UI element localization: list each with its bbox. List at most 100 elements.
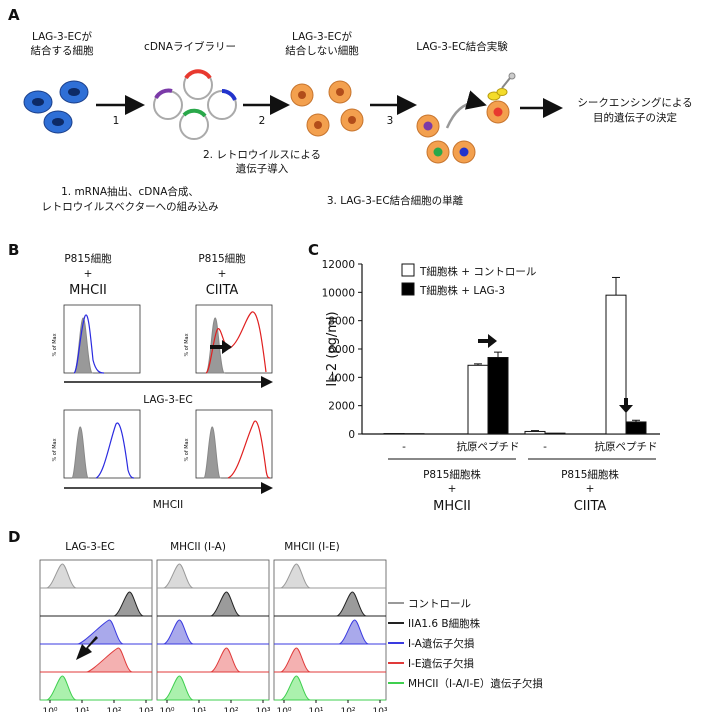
c-down-arrow: [619, 398, 633, 413]
c-bar: [625, 421, 647, 435]
d-title-1: LAG-3-EC: [65, 541, 114, 553]
c-bar: [605, 294, 627, 435]
a-step3-title-1: LAG-3-ECが: [292, 30, 352, 43]
d-histogram: [46, 563, 77, 589]
d-histogram: [163, 675, 194, 701]
b-histogram-frames: [63, 304, 273, 479]
c-group1-line1: P815細胞株: [423, 468, 481, 481]
panel-c-letter: C: [308, 241, 319, 259]
c-bar: [524, 430, 546, 435]
d-legend-label: MHCII（I-A/I-E）遺伝子欠損: [408, 677, 543, 690]
d-histogram: [113, 591, 144, 617]
c-group1-plus: +: [448, 483, 457, 495]
c-ytick-label: 12000: [322, 259, 355, 271]
a-arrow-num-3: 3: [387, 115, 394, 127]
c-category-label: 抗原ペプチド: [457, 440, 520, 453]
c-legend-lag3: T細胞株 + LAG-3: [419, 284, 505, 297]
c-legend-control: T細胞株 + コントロール: [419, 265, 536, 278]
c-category-label: 抗原ペプチド: [595, 440, 658, 453]
d-histogram: [280, 563, 311, 589]
panel-a: A LAG-3-ECが 結合する細胞 cDNAライブラリー LAG-3-ECが …: [8, 6, 693, 213]
b-ylabel-1: % of Max: [52, 333, 58, 356]
d-histogram: [46, 675, 77, 701]
a-step1-title-1: LAG-3-ECが: [32, 30, 92, 43]
panel-b: B P815細胞 + MHCII P815細胞 + CIITA: [8, 241, 273, 511]
d-histogram: [86, 647, 133, 673]
c-bar: [467, 364, 489, 435]
d-legend-label: I-A遺伝子欠損: [408, 637, 475, 650]
c-category-label: -: [543, 441, 547, 453]
orange-cells: [290, 80, 364, 137]
b-col2-line2: CIITA: [206, 283, 239, 298]
c-ytick-label: 0: [348, 429, 355, 441]
b-ylabel-2: % of Max: [184, 333, 190, 356]
a-step4-title: LAG-3-EC結合実験: [416, 40, 508, 53]
d-histogram: [338, 619, 369, 645]
a-arrow-num-2: 2: [259, 115, 266, 127]
a-note2-1: 2. レトロウイルスによる: [203, 149, 321, 161]
c-ylabel: IL-2 (pg/ml): [325, 311, 340, 386]
b-col1-plus: +: [84, 268, 93, 280]
d-histogram: [210, 591, 241, 617]
d-xtick-label: 10⁰: [276, 707, 291, 712]
d-xtick-label: 10⁰: [159, 707, 174, 712]
step-arrows: [96, 95, 563, 118]
b-shift-arrow: [210, 340, 232, 354]
a-note3: 3. LAG-3-EC結合細胞の単離: [327, 194, 464, 207]
d-histogram: [77, 619, 124, 645]
d-xtick-label: 10¹: [191, 707, 206, 712]
d-histogram: [163, 619, 194, 645]
c-right-arrow: [478, 334, 497, 348]
a-note1-2: レトロウイルスベクターへの組み込み: [41, 200, 218, 213]
c-bar: [487, 357, 509, 435]
b-row1-xlabel: LAG-3-EC: [143, 394, 192, 406]
c-legend-swatch-control: [401, 263, 415, 277]
c-ytick-label: 2000: [328, 401, 355, 413]
c-group1-line2: MHCII: [433, 499, 471, 514]
c-legend-swatch-lag3: [401, 282, 415, 296]
d-xtick-label: 10²: [106, 707, 121, 712]
plasmid-library: [153, 69, 237, 140]
a-step3-title-2: 結合しない細胞: [285, 44, 359, 57]
d-xtick-label: 10³: [255, 707, 270, 712]
d-shift-arrow: [76, 636, 98, 660]
a-final-title-1: シークエンシングによる: [577, 96, 692, 109]
panel-b-letter: B: [8, 241, 19, 259]
d-histogram: [280, 675, 311, 701]
d-histogram: [163, 563, 194, 589]
blue-cells: [23, 80, 89, 134]
b-row2-xlabel: MHCII: [153, 499, 183, 511]
b-ylabel-3: % of Max: [52, 438, 58, 461]
transfected-cells: [416, 72, 516, 164]
a-step2-title: cDNAライブラリー: [144, 40, 236, 53]
d-xtick-label: 10¹: [74, 707, 89, 712]
d-histogram: [280, 647, 311, 673]
c-ytick-label: 10000: [322, 287, 355, 299]
b-col2-plus: +: [218, 268, 227, 280]
b-col1-line1: P815細胞: [64, 252, 112, 265]
d-xtick-label: 10¹: [308, 707, 323, 712]
b-ylabels: % of Max % of Max % of Max % of Max: [52, 333, 190, 461]
d-legend-label: IIA1.6 B細胞株: [408, 617, 481, 630]
d-title-3: MHCII (I-E): [284, 541, 340, 553]
d-legend-label: I-E遺伝子欠損: [408, 657, 475, 670]
d-xtick-label: 10²: [340, 707, 355, 712]
a-final-title-2: 目的遺伝子の決定: [593, 111, 677, 124]
b-ylabel-4: % of Max: [184, 438, 190, 461]
d-xtick-label: 10⁰: [42, 707, 57, 712]
c-ytick-label: 8000: [328, 316, 355, 328]
a-note1-1: 1. mRNA抽出、cDNA合成、: [61, 185, 199, 198]
d-xtick-label: 10³: [372, 707, 387, 712]
a-note2-2: 遺伝子導入: [236, 162, 289, 175]
a-step1-title-2: 結合する細胞: [31, 44, 94, 57]
panel-a-letter: A: [8, 6, 20, 24]
d-title-2: MHCII (I-A): [170, 541, 226, 553]
b-histograms: [71, 311, 271, 479]
d-xtick-label: 10³: [138, 707, 153, 712]
c-group2-line1: P815細胞株: [561, 468, 619, 481]
a-arrow-num-1: 1: [113, 115, 120, 127]
